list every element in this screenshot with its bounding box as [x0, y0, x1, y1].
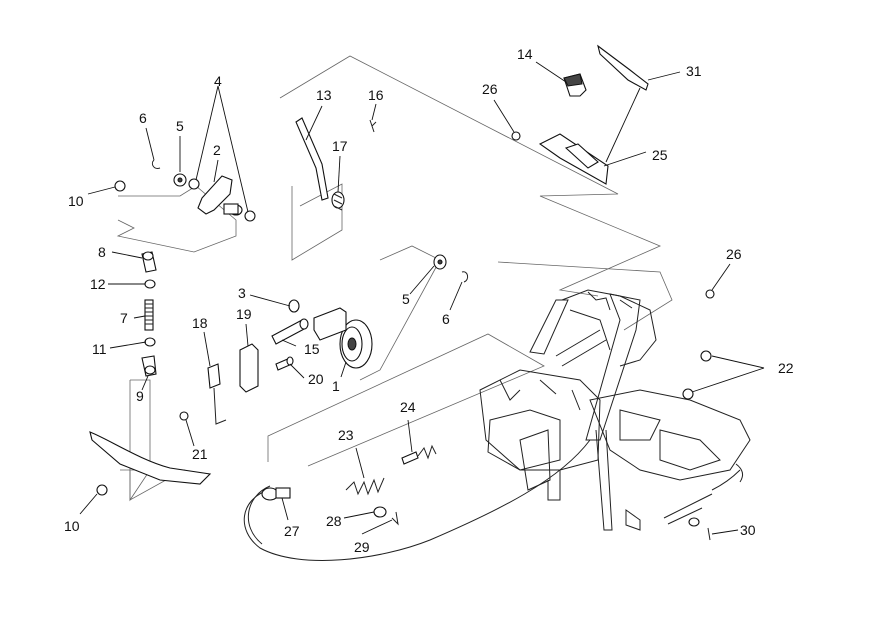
leader-lines [79, 61, 765, 535]
part-20-bolt [275, 356, 294, 371]
part-28-washer [373, 506, 387, 518]
part-23-spring [345, 477, 385, 496]
part-15-pin [271, 318, 309, 345]
part-8-rod-end [141, 251, 157, 273]
part-1-pulley [313, 307, 373, 369]
cable-main [243, 439, 591, 561]
callout-5a: 5 [176, 118, 184, 134]
tiller-body [479, 289, 751, 531]
callout-6a: 6 [139, 110, 147, 126]
part-26-bolt [511, 131, 715, 299]
part-21-nut [179, 411, 189, 421]
callout-5b: 5 [402, 291, 410, 307]
callout-9: 9 [136, 388, 144, 404]
callout-16: 16 [368, 87, 384, 103]
frame-lever-group [279, 55, 662, 297]
callout-12: 12 [90, 276, 106, 292]
callout-26b: 26 [726, 246, 742, 262]
callout-17: 17 [332, 138, 348, 154]
callout-31: 31 [686, 63, 702, 79]
part-12-nut [144, 279, 156, 289]
right-linkage [663, 493, 713, 527]
frame-spring [267, 333, 545, 467]
callout-27: 27 [284, 523, 300, 539]
callout-24: 24 [400, 399, 416, 415]
part-24-spring [401, 444, 437, 465]
frame-pulley [359, 245, 441, 381]
part-14-knob [563, 73, 587, 97]
part-5-washer [173, 173, 447, 270]
frame-lever-bracket [291, 183, 343, 261]
part-6-clip [151, 159, 469, 283]
callout-10b: 10 [64, 518, 80, 534]
part-11-nut [144, 337, 156, 347]
assembly-frames [116, 55, 673, 502]
callout-18: 18 [192, 315, 208, 331]
callout-20: 20 [308, 371, 324, 387]
lower-shield-plate [89, 431, 212, 485]
callout-22: 22 [778, 360, 794, 376]
part-29-cotter-pin [391, 511, 399, 526]
callout-15: 15 [304, 341, 320, 357]
part-13-lever [295, 117, 329, 201]
part-4-bushing [188, 178, 256, 222]
part-9-rod-end [141, 355, 157, 377]
part-27-cable-end [261, 487, 291, 501]
callout-21: 21 [192, 446, 208, 462]
callout-19: 19 [236, 306, 252, 322]
cable-right [711, 469, 741, 491]
callout-11: 11 [92, 341, 107, 357]
callout-4: 4 [214, 73, 222, 89]
part-31-cover-plate [597, 44, 649, 91]
part-10-nut [96, 180, 126, 496]
callout-3: 3 [238, 285, 246, 301]
part-19-block [239, 343, 259, 393]
callout-28: 28 [326, 513, 342, 529]
callout-14: 14 [517, 46, 533, 62]
frame-handle [497, 261, 673, 331]
part-22-nut [682, 350, 712, 400]
callout-1: 1 [332, 378, 340, 394]
callout-25: 25 [652, 147, 668, 163]
frame-bracket-group [116, 185, 237, 253]
part-3-collar [288, 299, 300, 313]
callout-2: 2 [213, 142, 221, 158]
part-18-rod-bracket [207, 363, 227, 425]
part-16-spring-pin [369, 119, 377, 133]
callout-30: 30 [740, 522, 756, 538]
part-7-threaded-rod [144, 299, 154, 331]
callout-23: 23 [338, 427, 354, 443]
part-30-pin [707, 527, 711, 541]
callout-26a: 26 [482, 81, 498, 97]
callout-6b: 6 [442, 311, 450, 327]
callout-13: 13 [316, 87, 332, 103]
callout-29: 29 [354, 539, 370, 555]
part-25-bracket-plate [538, 133, 609, 185]
callout-7: 7 [120, 310, 128, 326]
callout-10a: 10 [68, 193, 84, 209]
cables [243, 439, 744, 561]
callout-8: 8 [98, 244, 106, 260]
callout-labels: 1 2 3 4 5 5 6 6 7 8 9 10 10 11 12 13 14 … [64, 46, 794, 555]
part-2-bracket [197, 175, 243, 216]
